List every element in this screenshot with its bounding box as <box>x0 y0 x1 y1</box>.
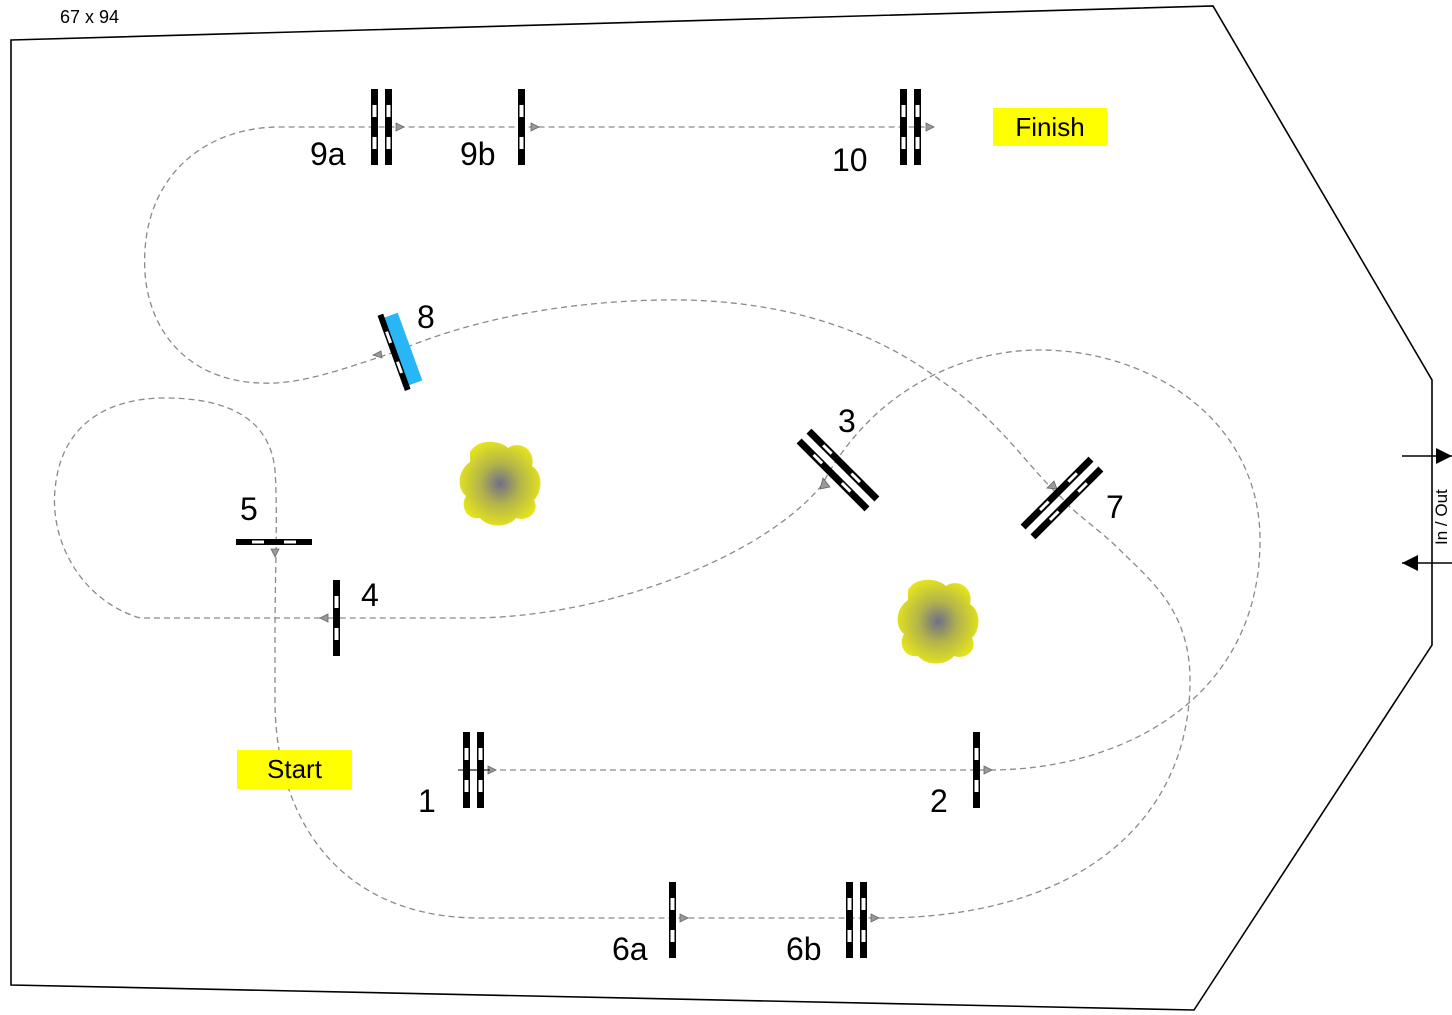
direction-arrows <box>270 122 1058 923</box>
fence-label-5: 5 <box>240 491 258 527</box>
fence-label-2: 2 <box>930 783 948 819</box>
bush-icon <box>897 579 979 664</box>
fence-4 <box>333 580 340 656</box>
in-out-gate: In / Out <box>1402 448 1452 571</box>
fence-label-10: 10 <box>832 142 868 178</box>
finish-marker: Finish <box>993 108 1107 146</box>
fence-label-9b: 9b <box>460 136 496 172</box>
fence-label-6a: 6a <box>612 931 648 967</box>
start-label: Start <box>267 754 323 784</box>
arrow-out-icon <box>1402 555 1418 571</box>
fence-label-9a: 9a <box>310 136 346 172</box>
fence-6b <box>846 882 867 958</box>
fence-label-7: 7 <box>1106 489 1124 525</box>
fence-9a <box>371 89 392 165</box>
fence-10 <box>900 89 921 165</box>
fence-label-6b: 6b <box>786 931 822 967</box>
arena-outline <box>10 5 1433 1011</box>
start-marker: Start <box>237 750 352 789</box>
arrow-in-icon <box>1436 448 1452 464</box>
fence-7 <box>1020 456 1104 540</box>
water-tray <box>378 312 423 388</box>
bush-icon <box>459 441 541 526</box>
fence-label-8: 8 <box>417 299 435 335</box>
fence-label-4: 4 <box>361 577 379 613</box>
fence-label-1: 1 <box>418 783 436 819</box>
fence-1 <box>458 732 490 808</box>
fence-2 <box>973 732 980 808</box>
arena-dimensions: 67 x 94 <box>60 7 119 27</box>
fence-label-3: 3 <box>838 403 856 439</box>
fence-5 <box>236 539 312 545</box>
fence-6a <box>669 882 676 958</box>
finish-label: Finish <box>1015 112 1084 142</box>
fence-8 <box>377 312 423 391</box>
fence-9b <box>518 89 525 165</box>
in-out-label: In / Out <box>1432 489 1451 545</box>
fence-3 <box>796 428 880 512</box>
